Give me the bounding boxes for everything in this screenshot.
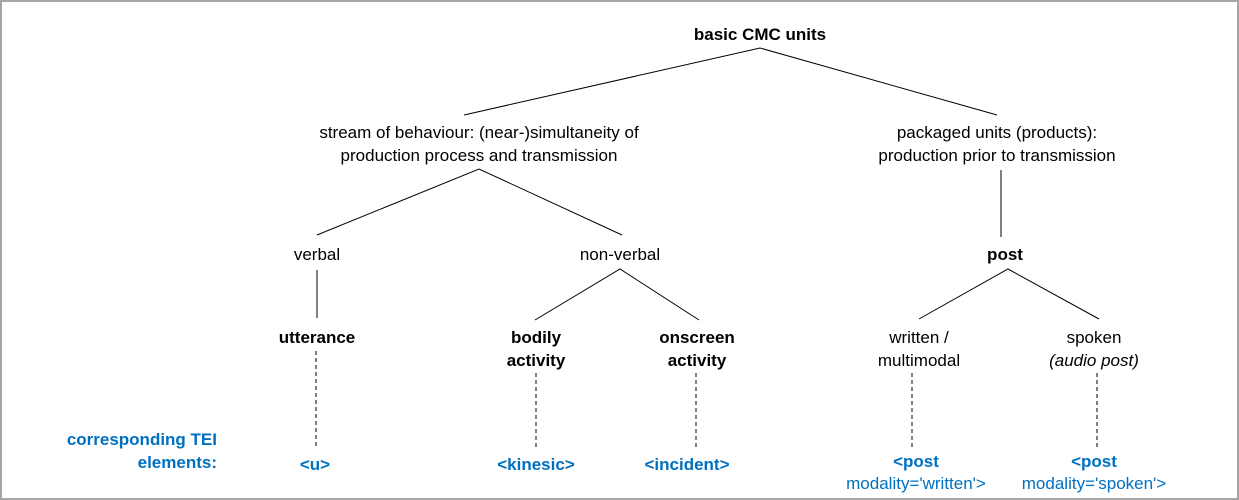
node-bodily-line1: bodily: [510, 328, 562, 347]
node-packaged-line1: packaged units (products):: [896, 123, 1098, 142]
node-bodily-line2: activity: [506, 351, 566, 370]
node-spoken-line2: (audio post): [1049, 351, 1139, 370]
tei-caption: corresponding TEI elements:: [32, 428, 217, 474]
node-stream-of-behaviour: stream of behaviour: (near-)simultaneity…: [319, 121, 638, 167]
tei-post-spoken-line1: <post: [1071, 452, 1117, 471]
node-spoken-audio-post: spoken (audio post): [1049, 326, 1139, 372]
tei-post-written-line1: <post: [893, 452, 939, 471]
node-stream-line2: production process and transmission: [340, 146, 618, 165]
tei-post-written-line2: modality='written'>: [846, 474, 986, 493]
node-utterance: utterance: [278, 328, 356, 347]
tei-label-kinesic: <kinesic>: [497, 455, 575, 474]
node-onscreen-line1: onscreen: [659, 328, 735, 347]
node-basic-cmc-units: basic CMC units: [693, 25, 827, 44]
edge-nonverbal-children: [534, 268, 700, 321]
node-onscreen-activity: onscreen activity: [659, 326, 735, 372]
tei-label-post-written: <post modality='written'>: [846, 451, 986, 495]
node-packaged-units: packaged units (products): production pr…: [878, 121, 1115, 167]
tei-post-spoken-line2: modality='spoken'>: [1021, 474, 1167, 493]
tei-label-post-spoken: <post modality='spoken'>: [1022, 451, 1166, 495]
node-written-multimodal: written / multimodal: [878, 326, 960, 372]
node-packaged-line2: production prior to transmission: [878, 146, 1116, 165]
node-bodily-activity: bodily activity: [507, 326, 566, 372]
node-written-line2: multimodal: [877, 351, 961, 370]
node-spoken-line1: spoken: [1066, 328, 1122, 347]
node-nonverbal: non-verbal: [579, 245, 661, 264]
node-post: post: [987, 245, 1023, 264]
node-onscreen-line2: activity: [667, 351, 727, 370]
tei-label-u: <u>: [299, 455, 331, 474]
node-written-line1: written /: [889, 328, 949, 347]
tei-caption-line2: elements:: [137, 453, 217, 472]
tei-label-incident: <incident>: [644, 455, 730, 474]
tei-caption-line1: corresponding TEI: [66, 430, 217, 449]
node-verbal: verbal: [293, 245, 341, 264]
edge-post-children: [918, 268, 1100, 320]
edge-root-children: [463, 47, 998, 116]
edge-stream-children: [316, 168, 623, 236]
node-stream-line1: stream of behaviour: (near-)simultaneity…: [319, 123, 639, 142]
